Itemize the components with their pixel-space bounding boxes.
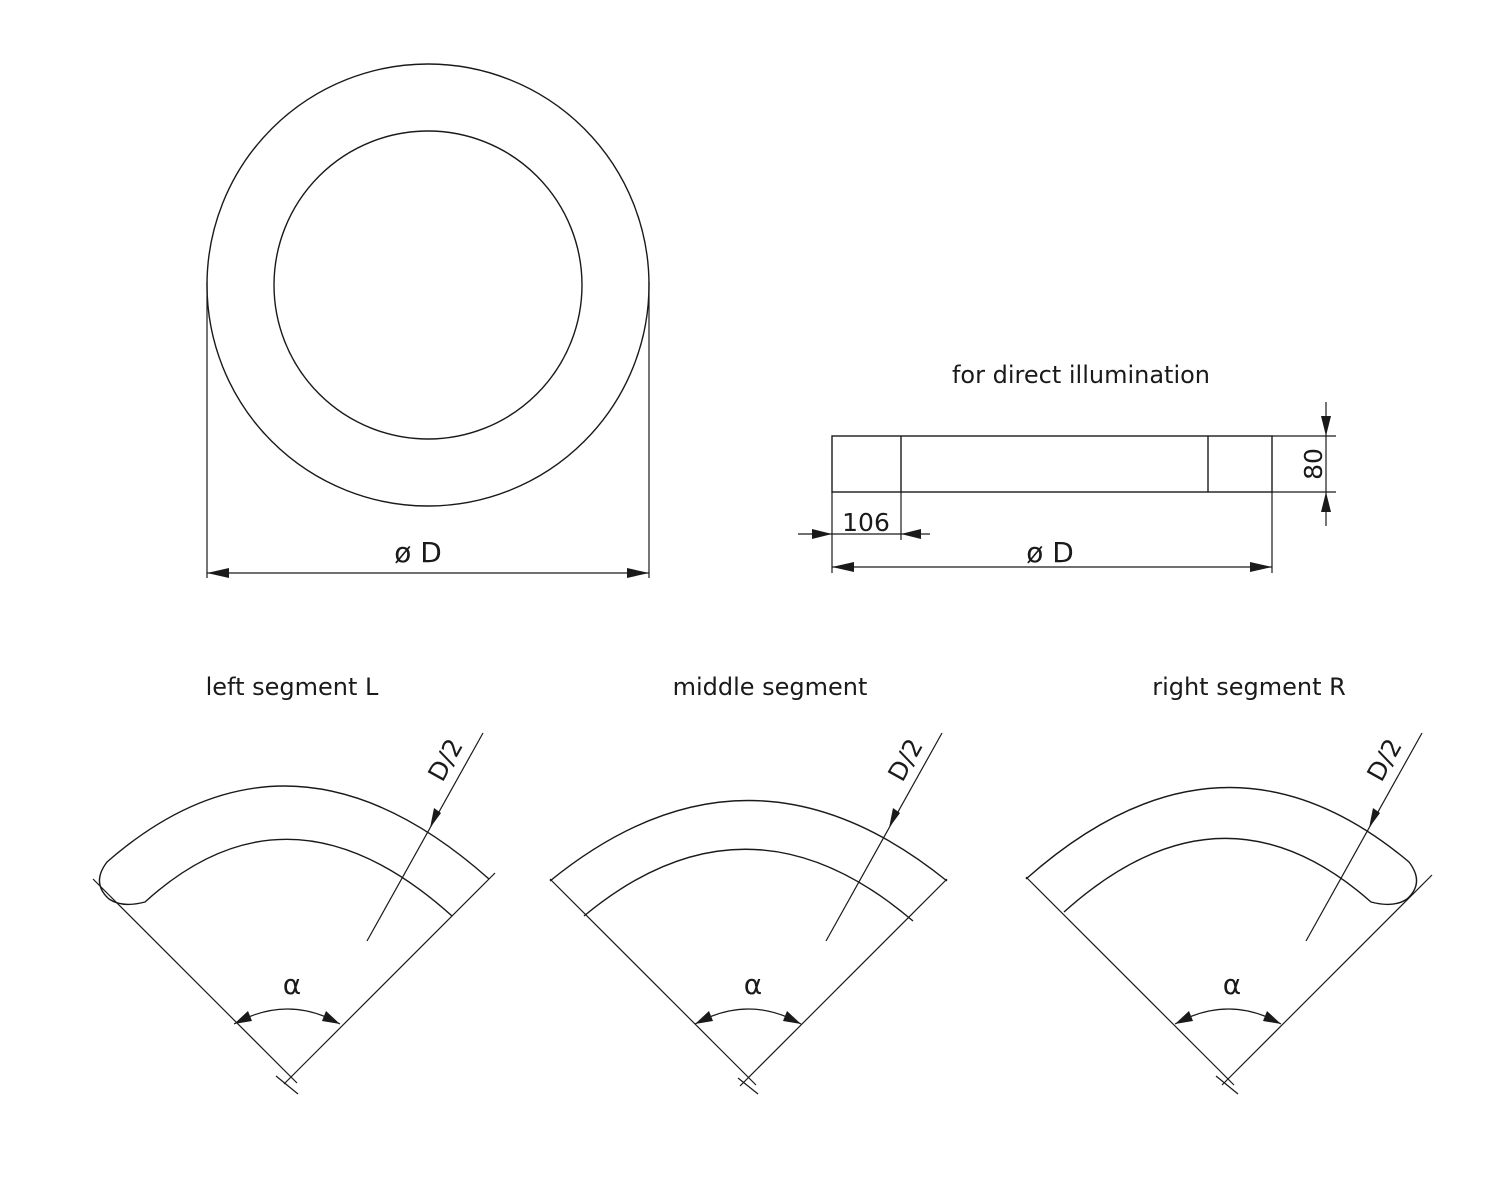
center-mark [737, 1077, 759, 1095]
segment-arc-body [1025, 786, 1418, 913]
side-view-title: for direct illumination [952, 361, 1210, 389]
ring-inner-circle [273, 130, 583, 440]
arrow-icon [783, 1011, 801, 1024]
arrow-icon [1369, 808, 1380, 828]
arrow-icon [1263, 1011, 1281, 1024]
arrow-left-icon [832, 562, 854, 572]
segment-edge-left [1025, 876, 1235, 1086]
angle-label: α [283, 968, 301, 1001]
segment-outer-arc [549, 799, 948, 882]
arrow-up-icon [1321, 492, 1331, 512]
height-label: 80 [1299, 448, 1328, 480]
diameter-label: ø D [1026, 536, 1074, 569]
angle-label: α [1223, 968, 1241, 1001]
side-view: for direct illumination 80 106 ø D [798, 361, 1336, 573]
segment-edge-right [1221, 874, 1433, 1086]
segment-title: middle segment [673, 673, 868, 701]
arrow-right-icon [812, 529, 832, 539]
segment-title: right segment R [1152, 673, 1346, 701]
arrow-left-icon [901, 529, 921, 539]
radius-label: D/2 [882, 734, 928, 786]
segment-edge-right [739, 878, 948, 1087]
arrow-icon [889, 808, 900, 828]
segment-title: left segment L [206, 673, 379, 701]
radius-label: D/2 [1361, 734, 1407, 786]
center-mark [275, 1075, 299, 1095]
segment-arc-body [98, 785, 490, 917]
segment-inner-arc [583, 848, 914, 922]
arrow-right-icon [1250, 562, 1272, 572]
radius-leader-line [825, 732, 943, 942]
left-segment: left segment L D/2 α [92, 673, 496, 1095]
segment-edge-right [283, 872, 496, 1085]
radius-leader-line [1305, 732, 1423, 942]
arrow-icon [1175, 1011, 1193, 1024]
radius-leader-line [366, 732, 484, 942]
segment-edge-left [549, 878, 757, 1086]
arrow-left-icon [207, 568, 229, 578]
arrow-icon [322, 1011, 340, 1024]
arrow-icon [234, 1011, 252, 1024]
width-label: 106 [842, 508, 890, 537]
arrow-right-icon [627, 568, 649, 578]
angle-label: α [744, 968, 762, 1001]
diameter-label: ø D [394, 536, 442, 569]
profile-outline [831, 435, 1273, 493]
right-segment: right segment R D/2 α [1025, 673, 1433, 1095]
radius-label: D/2 [422, 734, 468, 786]
center-mark [1215, 1075, 1239, 1095]
arrow-icon [695, 1011, 713, 1024]
middle-segment: middle segment D/2 α [549, 673, 948, 1095]
ring-top-view: ø D [206, 63, 650, 578]
segment-edge-left [92, 878, 298, 1084]
arrow-icon [430, 808, 441, 828]
arrow-down-icon [1321, 416, 1331, 436]
